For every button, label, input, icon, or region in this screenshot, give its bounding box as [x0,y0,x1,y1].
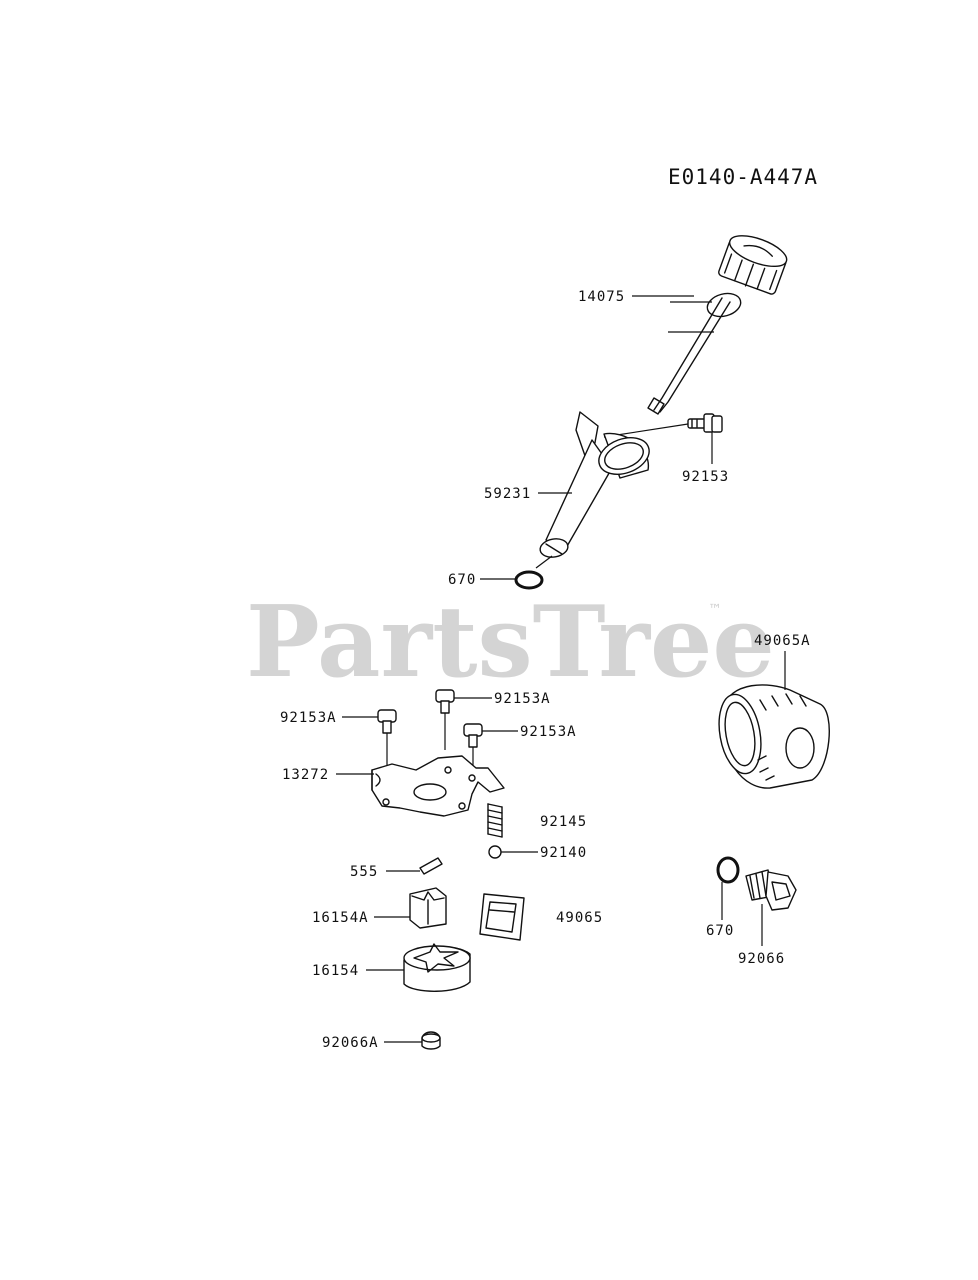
oil-filler-tube-part[interactable] [539,411,655,559]
label-49065A: 49065A [754,633,811,649]
label-16154A: 16154A [312,910,369,926]
label-13272: 13272 [282,767,329,783]
outer-rotor-part[interactable] [403,943,471,992]
dipstick-part[interactable] [647,230,790,415]
label-92066A: 92066A [322,1035,379,1051]
bolt-92153A-right-part[interactable] [463,723,483,748]
label-92145: 92145 [540,814,587,830]
label-92066: 92066 [738,951,785,967]
inner-rotor-part[interactable] [409,887,447,929]
plug-92066A-part[interactable] [421,1031,441,1050]
drain-plug-part[interactable] [745,869,797,911]
watermark-trademark: ™ [708,602,722,618]
o-ring-670-top-part[interactable] [514,570,544,590]
watermark: PartsTree [246,585,775,700]
label-16154: 16154 [312,963,359,979]
diagram-code: E0140-A447A [668,165,818,189]
label-92153A-middle: 92153A [494,691,551,707]
label-555: 555 [350,864,378,880]
label-49065: 49065 [556,910,603,926]
label-92153: 92153 [682,469,729,485]
label-670-top: 670 [448,572,476,588]
label-92153A-left: 92153A [280,710,337,726]
spring-part[interactable] [487,803,503,838]
label-92153A-right: 92153A [520,724,577,740]
bolt-92153-part[interactable] [687,413,723,433]
label-670-bottom: 670 [706,923,734,939]
gasket-part[interactable] [479,893,525,941]
label-59231: 59231 [484,486,531,502]
bolt-92153A-middle-part[interactable] [435,689,455,714]
check-ball-part[interactable] [488,845,502,859]
label-14075: 14075 [578,289,625,305]
pin-555-part[interactable] [419,857,443,875]
bolt-92153A-left-part[interactable] [377,709,397,734]
o-ring-670-bottom-part[interactable] [716,856,740,884]
pump-cover-plate-part[interactable] [371,755,505,817]
oil-filter-part[interactable] [713,684,830,789]
label-92140: 92140 [540,845,587,861]
